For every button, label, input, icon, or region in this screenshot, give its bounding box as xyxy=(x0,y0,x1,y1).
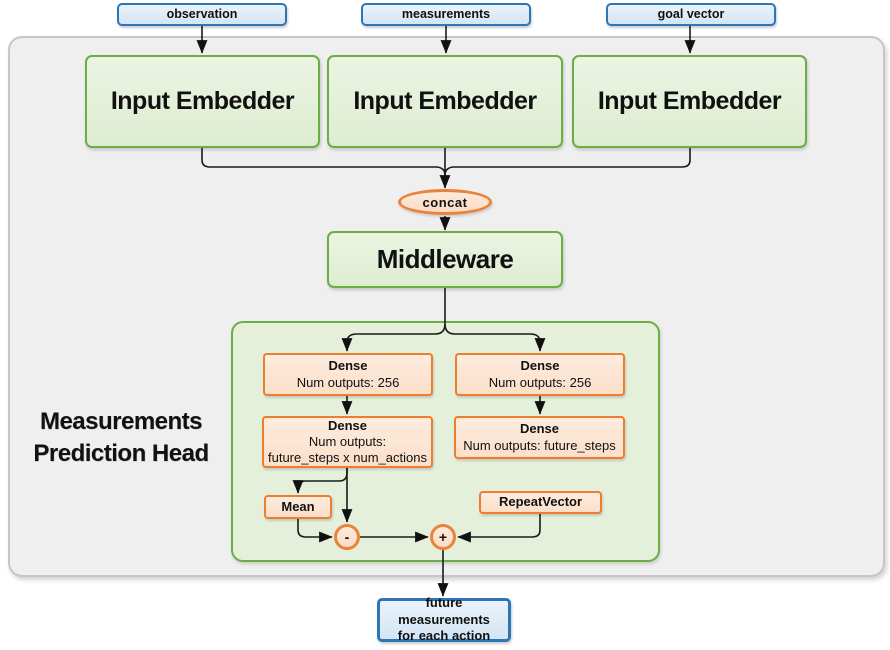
concat-label: concat xyxy=(422,194,468,210)
input-label-goal-vector: goal vector xyxy=(606,3,776,26)
dense-subtitle: Num outputs: xyxy=(308,433,387,449)
input-embedder-box-3: Input Embedder xyxy=(572,55,807,148)
input-embedder-label: Input Embedder xyxy=(353,87,537,115)
input-label-text: observation xyxy=(166,7,238,22)
dense-title: Dense xyxy=(519,421,560,437)
left-dense-1: Dense Num outputs: 256 xyxy=(263,353,433,396)
output-box: future measurements for each action xyxy=(377,594,511,644)
dense-title: Dense xyxy=(328,358,368,374)
head-title: Measurements Prediction Head xyxy=(15,406,227,469)
dense-title: Dense xyxy=(327,417,368,433)
middleware-box: Middleware xyxy=(327,231,563,288)
dense-subtitle: Num outputs: 256 xyxy=(296,374,400,390)
left-dense-2: Dense Num outputs: future_steps x num_ac… xyxy=(262,416,433,468)
subtract-node: - xyxy=(334,524,360,550)
head-title-line1: Measurements xyxy=(39,408,203,435)
concat-node: concat xyxy=(398,189,492,215)
input-label-text: measurements xyxy=(401,7,491,22)
dense-subtitle: Num outputs: 256 xyxy=(488,374,592,390)
right-dense-2: Dense Num outputs: future_steps xyxy=(454,416,625,459)
dense-subtitle: Num outputs: future_steps xyxy=(463,437,616,453)
head-title-line2: Prediction Head xyxy=(33,439,209,467)
mean-label: Mean xyxy=(281,498,315,514)
repeat-vector-label: RepeatVector xyxy=(498,494,583,510)
output-line2: for each action xyxy=(397,628,491,644)
input-embedder-label: Input Embedder xyxy=(110,87,295,115)
repeat-vector-box: RepeatVector xyxy=(479,491,602,514)
input-embedder-box-1: Input Embedder xyxy=(85,55,320,148)
input-label-text: goal vector xyxy=(657,7,725,22)
input-embedder-box-2: Input Embedder xyxy=(327,55,563,148)
plus-label: + xyxy=(438,529,448,545)
minus-label: - xyxy=(344,529,350,545)
input-label-observation: observation xyxy=(117,3,287,26)
add-node: + xyxy=(430,524,456,550)
dense-subtitle: future_steps x num_actions xyxy=(268,450,427,466)
right-dense-1: Dense Num outputs: 256 xyxy=(455,353,625,396)
middleware-label: Middleware xyxy=(376,244,514,274)
input-label-measurements: measurements xyxy=(361,3,531,26)
output-line1: future measurements xyxy=(398,594,490,627)
mean-box: Mean xyxy=(264,495,332,519)
input-embedder-label: Input Embedder xyxy=(597,87,782,115)
dense-title: Dense xyxy=(520,358,560,374)
